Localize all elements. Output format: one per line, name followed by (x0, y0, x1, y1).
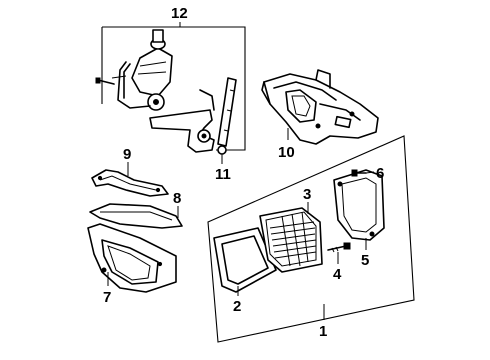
callout-2: 2 (233, 298, 241, 315)
part-mounting-bracket (333, 169, 385, 250)
callout-9: 9 (123, 146, 131, 163)
part-headlamp-bezel (87, 223, 177, 293)
callout-12: 12 (171, 5, 188, 22)
leader-6 (365, 171, 375, 174)
part-adjusting-screw (327, 242, 351, 264)
callout-6: 6 (376, 165, 384, 182)
part-motor-assembly-group (95, 22, 246, 155)
part-headlamp-housing (261, 69, 379, 145)
group-12-bracket-box (102, 26, 246, 151)
callout-10: 10 (278, 144, 295, 161)
callout-4: 4 (333, 266, 342, 283)
part-headlamp-door (89, 203, 183, 229)
linkage-arm (149, 109, 215, 153)
part-door-bracket (91, 162, 169, 197)
callout-11: 11 (215, 166, 231, 183)
part-retaining-ring (213, 227, 277, 296)
callout-3: 3 (303, 186, 311, 203)
group-1-box (207, 135, 415, 343)
part-headlamp-bulb (259, 202, 323, 273)
part-headlamp-screw (351, 169, 375, 177)
callout-8: 8 (173, 190, 181, 207)
callout-1: 1 (319, 323, 327, 340)
callout-5: 5 (361, 252, 369, 269)
callout-7: 7 (103, 289, 111, 306)
spring-rod (217, 77, 237, 147)
part-headlamp-assembly-group (207, 135, 415, 343)
